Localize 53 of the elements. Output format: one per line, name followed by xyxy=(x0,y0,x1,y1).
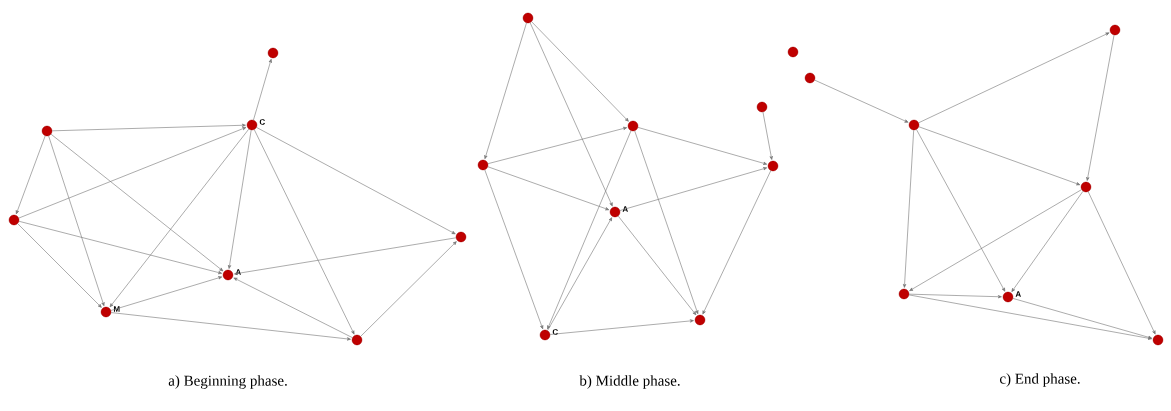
node-label: M xyxy=(113,306,120,312)
arrow xyxy=(15,135,46,215)
caption: a) Beginning phase. xyxy=(168,375,287,389)
arrow xyxy=(637,127,768,165)
arrow xyxy=(1086,34,1115,181)
arrow xyxy=(360,241,457,337)
arrow xyxy=(1087,191,1156,335)
arrow xyxy=(48,135,105,307)
node-label: C xyxy=(552,329,558,335)
arrow xyxy=(50,133,224,272)
arrow xyxy=(254,129,355,335)
arrow xyxy=(902,129,914,288)
arrow xyxy=(1012,298,1153,339)
node-label: A xyxy=(622,206,628,212)
arrow xyxy=(814,79,909,123)
arrow xyxy=(51,123,246,132)
arrow xyxy=(909,189,1082,291)
arrow xyxy=(484,169,544,330)
arrow xyxy=(619,167,768,211)
arrow xyxy=(918,32,1110,124)
arrow xyxy=(18,127,247,219)
arrow xyxy=(702,170,772,315)
arrow xyxy=(18,221,222,275)
arrow xyxy=(1011,190,1084,292)
node-label: A xyxy=(235,269,241,275)
arrow xyxy=(762,111,773,160)
arrow xyxy=(234,237,457,276)
arrow xyxy=(227,129,252,269)
arrow xyxy=(17,223,102,308)
arrow xyxy=(110,276,223,311)
arrow xyxy=(916,129,1006,292)
arrow xyxy=(110,312,351,341)
arrow xyxy=(547,130,632,330)
arrow xyxy=(531,21,629,122)
arrow xyxy=(109,128,250,308)
arrow xyxy=(233,277,353,338)
arrow xyxy=(529,22,613,207)
arrow xyxy=(634,130,699,315)
arrow xyxy=(484,22,527,160)
arrow xyxy=(547,217,613,331)
arrow xyxy=(549,319,694,335)
arrow xyxy=(617,215,697,316)
arrow xyxy=(908,294,1152,340)
arrow xyxy=(908,293,1002,299)
caption: c) End phase. xyxy=(999,373,1080,387)
arrow xyxy=(918,126,1081,186)
node-label: A xyxy=(1015,291,1021,297)
caption: b) Middle phase. xyxy=(579,375,680,389)
arrow xyxy=(487,166,610,211)
arrow xyxy=(256,127,456,235)
arrow xyxy=(487,126,627,164)
node-label: C xyxy=(259,119,265,125)
arrow xyxy=(253,58,272,121)
